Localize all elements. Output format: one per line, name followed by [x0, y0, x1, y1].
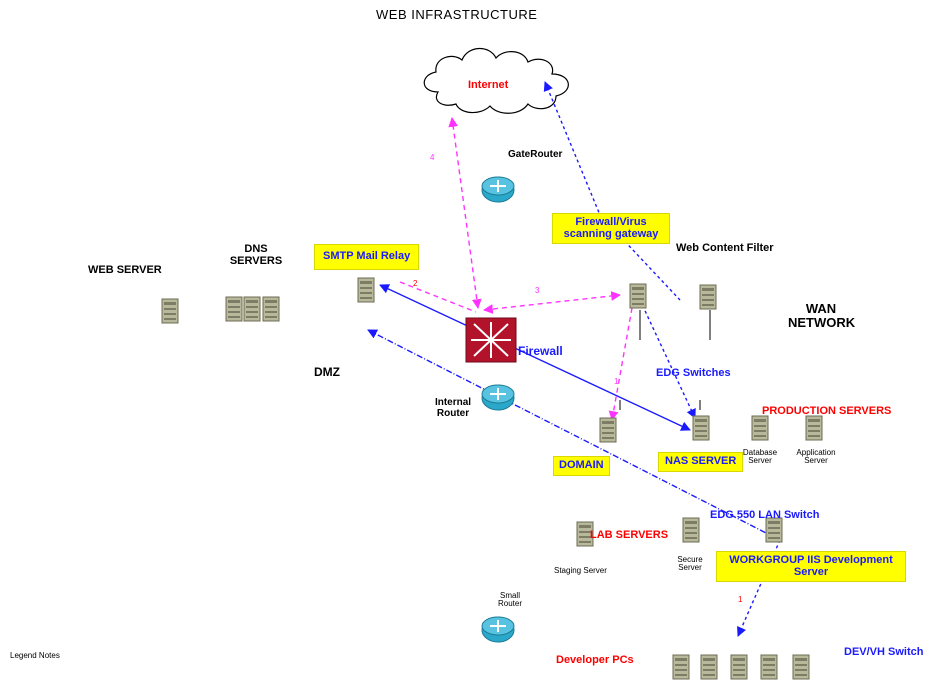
application-server-icon: [805, 415, 823, 441]
arrow-number: 1: [614, 377, 619, 386]
arrow-number: 2: [413, 279, 418, 288]
developer-pc-icon: [760, 654, 778, 680]
small-router-label: Small Router: [497, 591, 522, 609]
firewall-icon: [465, 317, 517, 363]
staging-label: Staging Server: [554, 566, 607, 575]
diagram-title: WEB INFRASTRUCTURE: [376, 7, 538, 22]
arrow-number: 4: [430, 153, 435, 162]
lan-switch-icon: [765, 517, 783, 543]
dns-server-icon: [225, 296, 243, 322]
internal-router-icon: [481, 384, 515, 411]
production-label: PRODUCTION SERVERS: [762, 405, 892, 417]
developer-pc-icon: [792, 654, 810, 680]
internet-cloud: [423, 47, 569, 114]
gateway-router-icon: [481, 176, 515, 203]
dns-server-icon: [262, 296, 280, 322]
dmz-label: DMZ: [314, 365, 340, 379]
developer-pc-icon: [730, 654, 748, 680]
legend-note: Legend Notes: [10, 651, 60, 660]
scan-gateway-icon: [629, 283, 647, 309]
secure-server-icon: [682, 517, 700, 543]
wan-label: WAN NETWORK: [788, 301, 856, 330]
small-router-icon: [481, 616, 515, 643]
database-server-icon: [751, 415, 769, 441]
internal-router-label: Internal Router: [434, 397, 472, 419]
gateway-label: GateRouter: [508, 149, 563, 160]
content-filter-icon: [699, 284, 717, 310]
scan-gateway-label: Firewall/Virus scanning gateway: [552, 213, 670, 245]
content-filter-label: Web Content Filter: [676, 242, 774, 254]
dev-switch-label: DEV/VH Switch: [844, 646, 924, 658]
nas-label: NAS SERVER: [658, 452, 744, 472]
domain-label: DOMAIN: [553, 456, 610, 476]
domain-server-icon: [599, 417, 617, 443]
arrow-number: 1: [738, 595, 743, 604]
edg-lan-label: EDG 550 LAN Switch: [710, 509, 820, 521]
internet-label: Internet: [468, 79, 509, 91]
dns-server-icon: [243, 296, 261, 322]
arrow-number: 3: [535, 286, 540, 295]
nas-server-icon: [692, 415, 710, 441]
developer-pcs-label: Developer PCs: [556, 654, 634, 666]
web-server-icon: [161, 298, 179, 324]
workgroup-label: WORKGROUP IIS Development Server: [716, 551, 906, 583]
web-server-label: WEB SERVER: [88, 264, 162, 276]
developer-pc-icon: [700, 654, 718, 680]
magenta-links: [399, 117, 633, 421]
smtp-server-icon: [357, 277, 375, 303]
wire-lines: [619, 310, 711, 410]
lab-servers-label: LAB SERVERS: [590, 529, 669, 541]
edg-switch-label: EDG Switches: [656, 367, 731, 379]
smtp-label: SMTP Mail Relay: [314, 244, 420, 270]
developer-pc-icon: [672, 654, 690, 680]
db-server-label: Database Server: [742, 448, 778, 466]
app-server-label: Application Server: [796, 448, 836, 466]
dns-label: DNS SERVERS: [229, 243, 283, 267]
secure-label: Secure Server: [677, 555, 703, 573]
firewall-label: Firewall: [518, 344, 563, 358]
